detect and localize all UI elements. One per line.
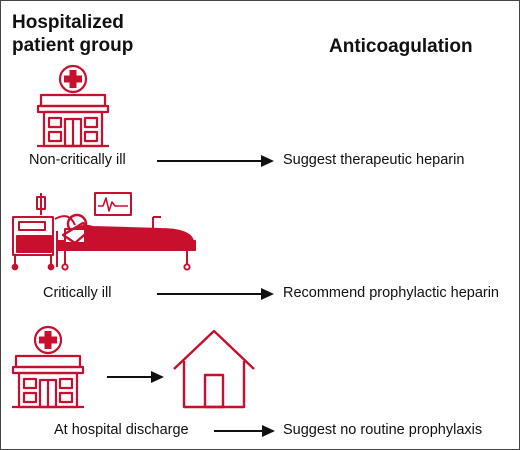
transition-arrow-icon: [107, 371, 164, 383]
anticoagulation-header: Anticoagulation: [329, 36, 473, 57]
recommendation-prophylactic-heparin: Recommend prophylactic heparin: [283, 285, 499, 301]
group-label-non-critically-ill: Non-critically ill: [29, 152, 126, 168]
home-icon: [173, 329, 255, 409]
patient-group-header-line1: Hospitalized: [12, 12, 124, 33]
recommendation-no-routine-prophylaxis: Suggest no routine prophylaxis: [283, 422, 483, 438]
arrow-right-icon: [157, 288, 274, 300]
arrow-right-icon: [214, 425, 275, 437]
recommendation-therapeutic-heparin: Suggest therapeutic heparin: [283, 152, 465, 168]
hospital-icon: [11, 325, 85, 409]
hospital-icon: [36, 64, 110, 148]
icu-bed-icon: [11, 192, 196, 271]
group-label-at-hospital-discharge: At hospital discharge: [54, 422, 189, 438]
patient-group-header-line2: patient group: [12, 35, 134, 56]
patient-group-header: Hospitalized patient group: [12, 11, 192, 57]
group-label-critically-ill: Critically ill: [43, 285, 112, 301]
arrow-right-icon: [157, 155, 274, 167]
